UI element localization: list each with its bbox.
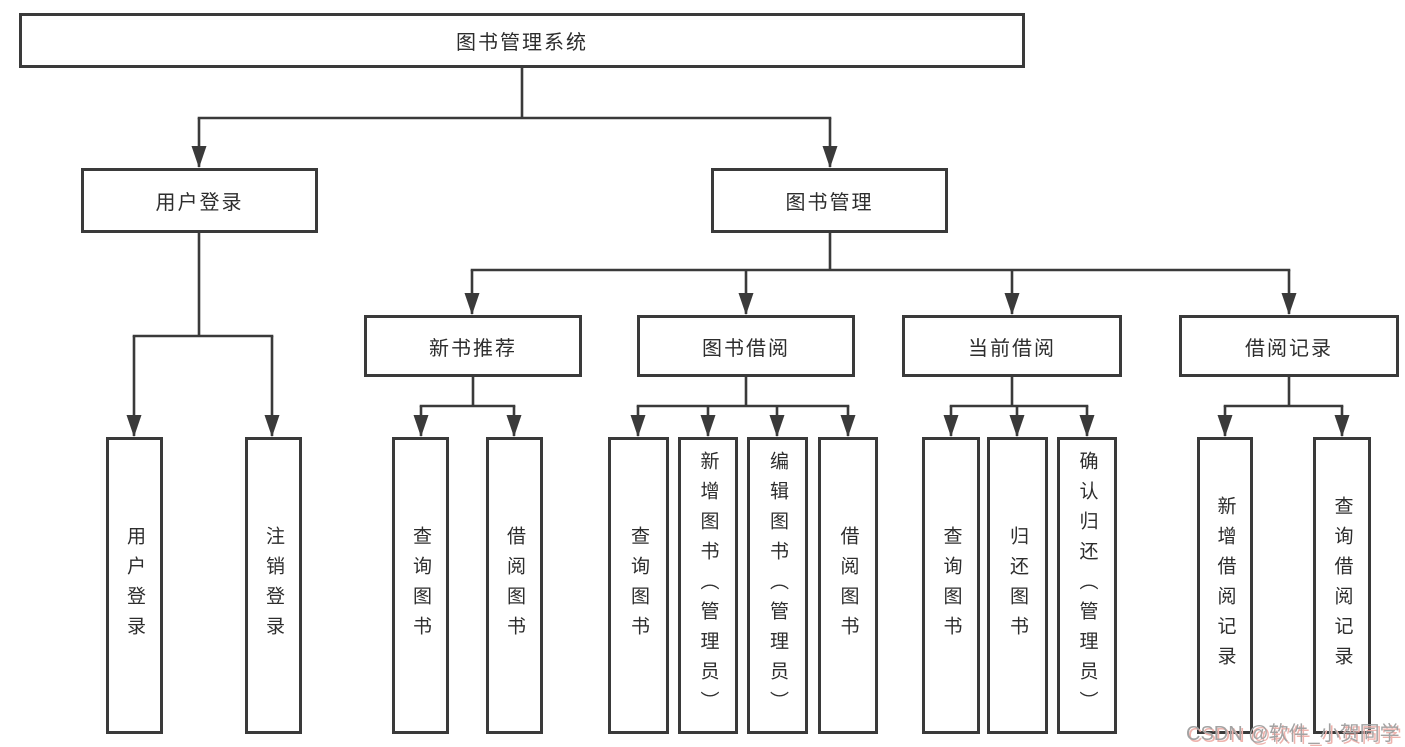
node-book-management: 图书管理 — [711, 168, 948, 233]
leaf-borrow-book-label: 借阅图书 — [837, 525, 859, 646]
leaf-recommend-borrow-book-label: 借阅图书 — [504, 525, 525, 646]
node-new-book-recommend-label: 新书推荐 — [429, 337, 517, 360]
leaf-borrow-query-book-label: 查询图书 — [628, 525, 649, 646]
leaf-current-query-book-label: 查询图书 — [940, 525, 962, 646]
leaf-return-book: 归还图书 — [987, 437, 1048, 734]
node-book-borrow: 图书借阅 — [637, 315, 855, 377]
leaf-user-login: 用户登录 — [106, 437, 163, 734]
leaf-confirm-return-admin: 确认归还（管理员） — [1057, 437, 1117, 734]
leaf-confirm-return-admin-label: 确认归还（管理员） — [1076, 450, 1098, 721]
node-user-login: 用户登录 — [81, 168, 318, 233]
leaf-logout-label: 注销登录 — [263, 525, 284, 646]
leaf-return-book-label: 归还图书 — [1007, 525, 1028, 646]
node-book-management-label: 图书管理 — [785, 192, 874, 214]
node-user-login-label: 用户登录 — [155, 192, 244, 214]
csdn-watermark: CSDN @软件_小贺同学 — [1186, 723, 1400, 745]
leaf-edit-book-admin: 编辑图书（管理员） — [747, 437, 808, 734]
node-book-borrow-label: 图书借阅 — [702, 337, 790, 360]
leaf-recommend-query-book-label: 查询图书 — [410, 525, 431, 646]
leaf-edit-book-admin-label: 编辑图书（管理员） — [767, 450, 788, 721]
leaf-user-login-label: 用户登录 — [124, 525, 145, 646]
leaf-add-book-admin-label: 新增图书（管理员） — [697, 450, 719, 721]
node-current-borrow-label: 当前借阅 — [968, 337, 1056, 360]
leaf-query-borrow-record-label: 查询借阅记录 — [1331, 495, 1353, 676]
leaf-logout: 注销登录 — [245, 437, 302, 734]
node-current-borrow: 当前借阅 — [902, 315, 1122, 377]
leaf-borrow-query-book: 查询图书 — [608, 437, 669, 734]
node-root-system-label: 图书管理系统 — [456, 32, 588, 54]
leaf-current-query-book: 查询图书 — [922, 437, 980, 734]
node-root-system: 图书管理系统 — [19, 13, 1025, 68]
node-borrow-record: 借阅记录 — [1179, 315, 1399, 377]
leaf-recommend-query-book: 查询图书 — [392, 437, 449, 734]
node-new-book-recommend: 新书推荐 — [364, 315, 582, 377]
leaf-borrow-book: 借阅图书 — [818, 437, 878, 734]
leaf-add-book-admin: 新增图书（管理员） — [678, 437, 738, 734]
leaf-recommend-borrow-book: 借阅图书 — [486, 437, 543, 734]
leaf-add-borrow-record-label: 新增借阅记录 — [1214, 495, 1236, 676]
leaf-add-borrow-record: 新增借阅记录 — [1197, 437, 1253, 734]
leaf-query-borrow-record: 查询借阅记录 — [1313, 437, 1371, 734]
node-borrow-record-label: 借阅记录 — [1245, 337, 1333, 360]
